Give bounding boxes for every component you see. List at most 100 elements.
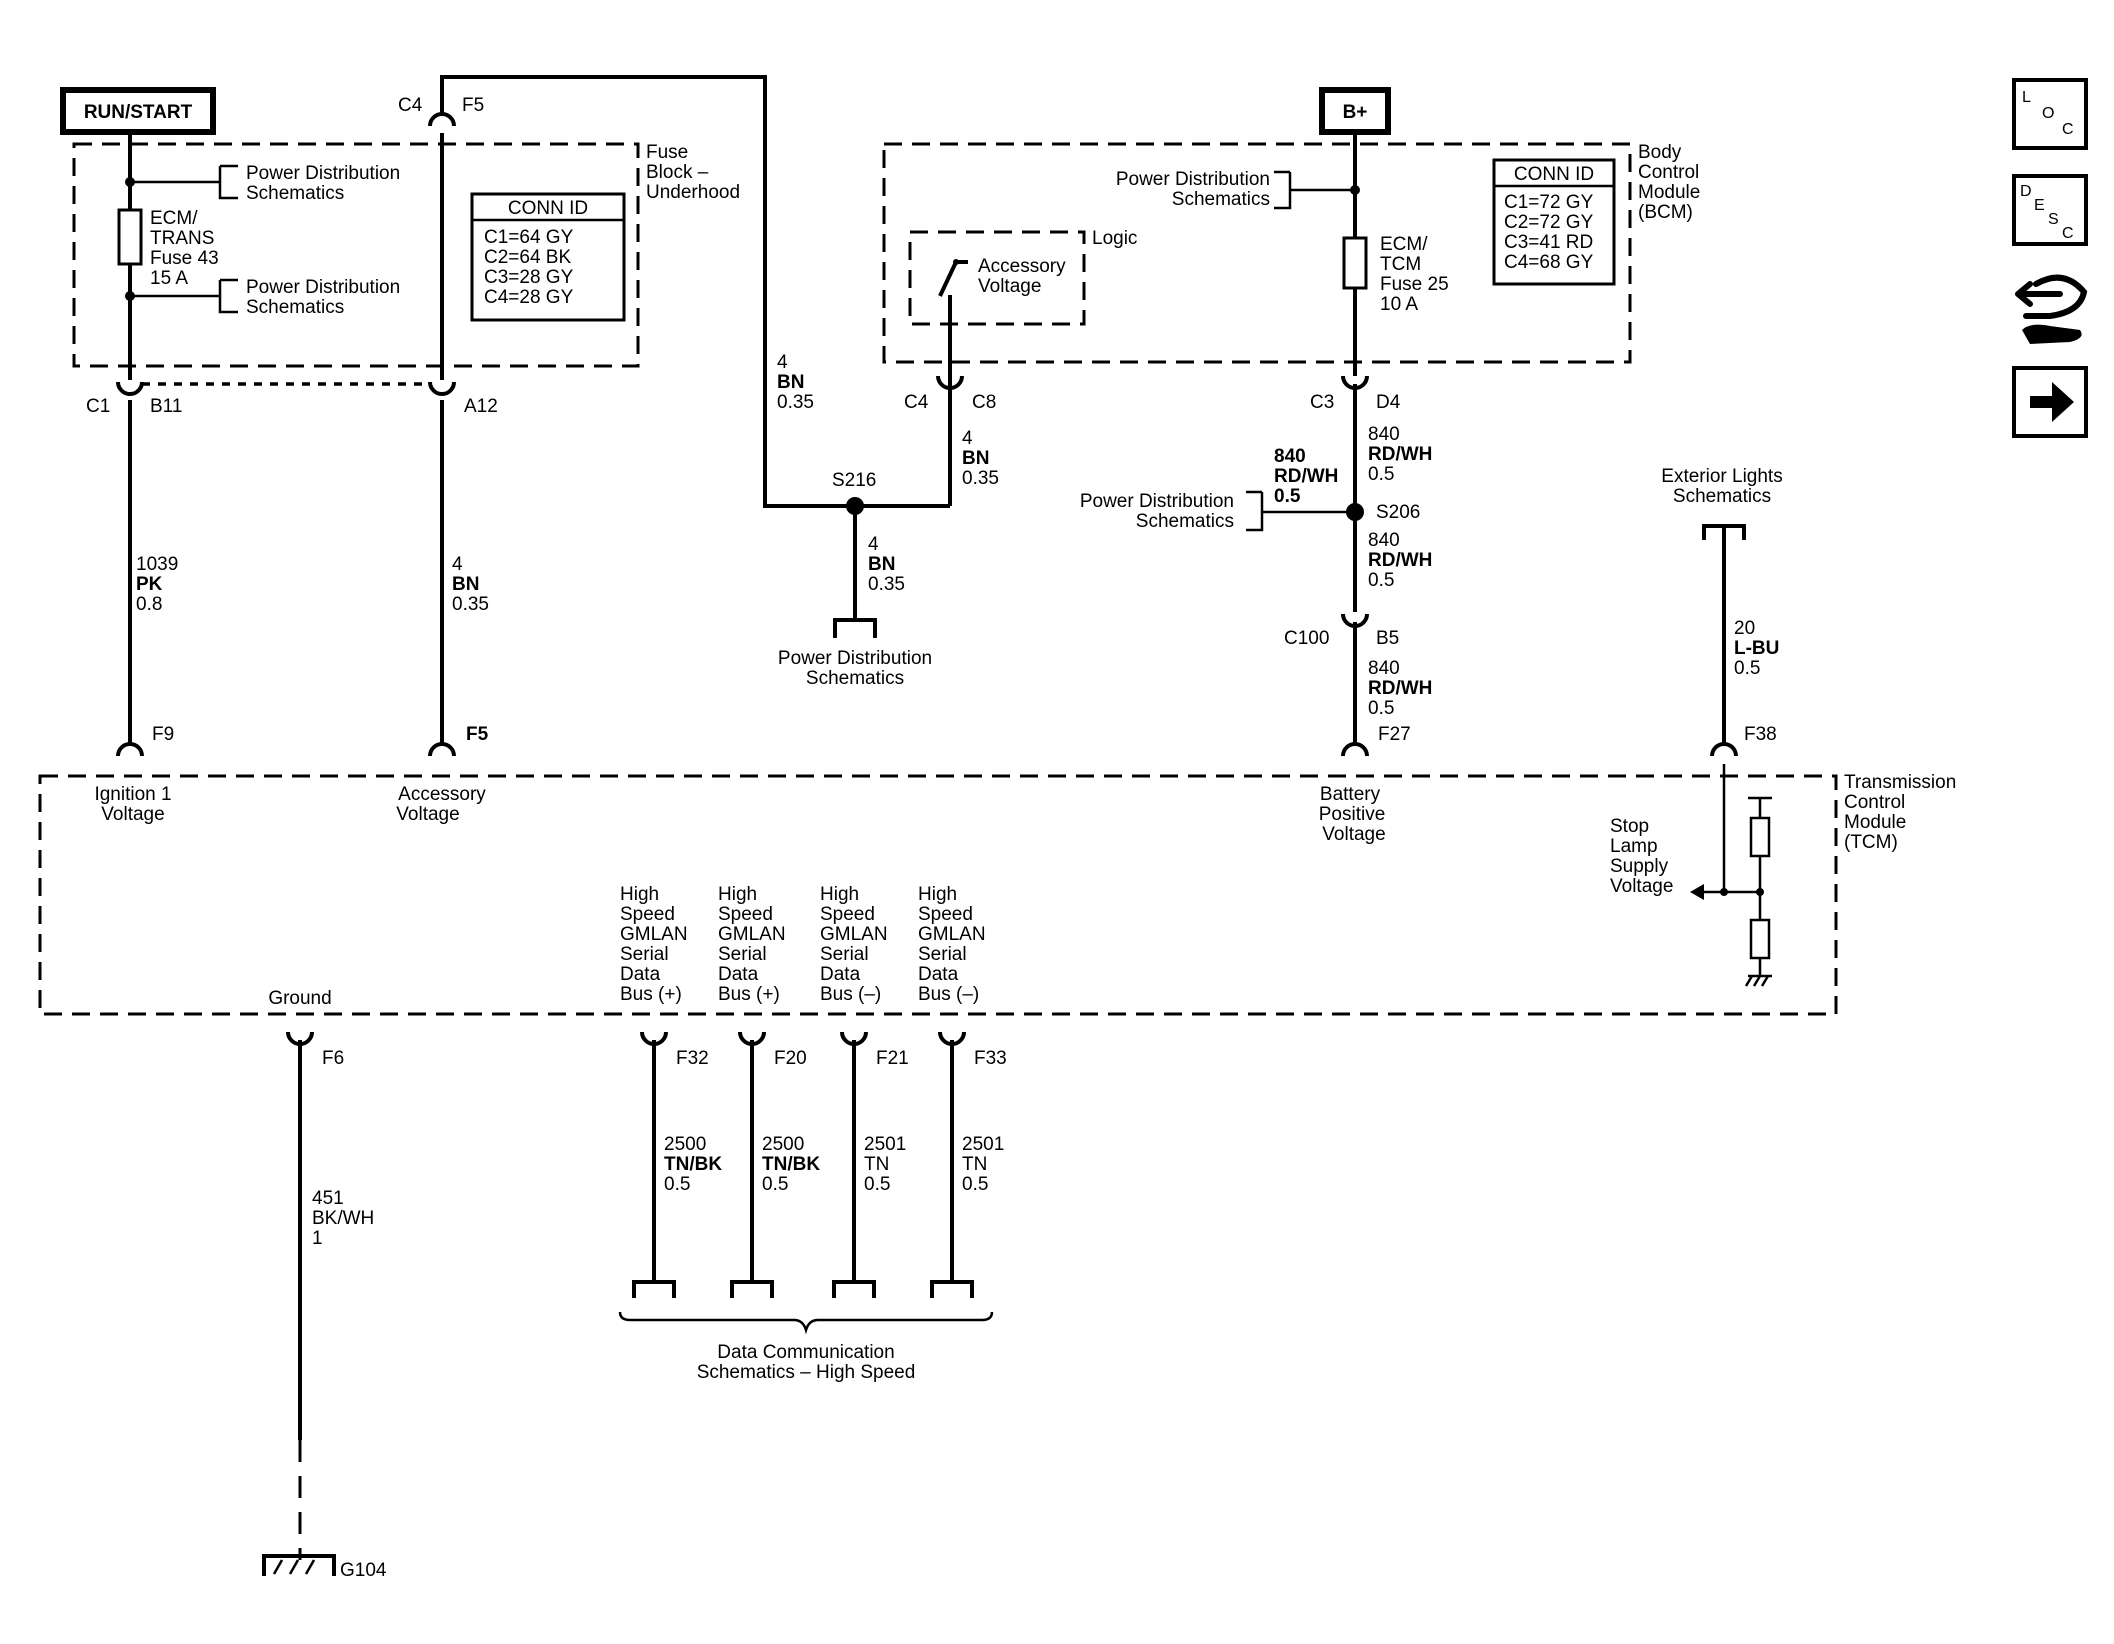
loc-c: C bbox=[2062, 121, 2074, 138]
bcm-pd-2: Schematics bbox=[1172, 189, 1270, 210]
gmlan3-line: Data bbox=[820, 964, 861, 985]
fuse-block-conn-id-table: CONN ID C1=64 GY C2=64 BK C3=28 GY C4=28… bbox=[470, 192, 626, 322]
wire-2500a-2: TN/BK bbox=[664, 1154, 722, 1175]
fuse43-line4: 15 A bbox=[150, 268, 188, 289]
wire-840b-1: 840 bbox=[1368, 530, 1400, 551]
gmlan3-line: High bbox=[820, 884, 859, 905]
run-start-label: RUN/START bbox=[84, 102, 193, 123]
pd-bottom-2: Schematics bbox=[246, 297, 344, 318]
ground-g104-icon bbox=[262, 1554, 336, 1576]
wire-840b-3: 0.5 bbox=[1368, 570, 1394, 591]
fuse-43-symbol bbox=[117, 208, 143, 266]
gmlan-bracket bbox=[930, 1280, 974, 1298]
fuse25-line2: TCM bbox=[1380, 254, 1421, 275]
gmlan1-line: Speed bbox=[620, 904, 675, 925]
bcm-title-1: Body bbox=[1638, 142, 1682, 163]
pin-f38: F38 bbox=[1744, 724, 1777, 745]
pin-f9: F9 bbox=[152, 724, 174, 745]
wire-4bcm-label-1: 4 bbox=[962, 428, 973, 449]
bcm-conn-id-table: CONN ID C1=72 GY C2=72 GY C3=41 RD C4=68… bbox=[1492, 158, 1616, 286]
exterior-lights-2: Schematics bbox=[1673, 486, 1771, 507]
desc-c: C bbox=[2062, 225, 2074, 242]
gmlan4-line: Serial bbox=[918, 944, 967, 965]
connector-b11 bbox=[116, 381, 144, 396]
connector-a12 bbox=[428, 381, 456, 396]
connector-hands-icon[interactable] bbox=[2015, 274, 2088, 344]
pd-s216-2: Schematics bbox=[806, 668, 904, 689]
gmlan2-line: Serial bbox=[718, 944, 767, 965]
wire-4top-label-3: 0.35 bbox=[777, 392, 814, 413]
exterior-lights-1: Exterior Lights bbox=[1661, 466, 1782, 487]
fuse43-line3: Fuse 43 bbox=[150, 248, 219, 269]
wire-2500b-1: 2500 bbox=[762, 1134, 804, 1155]
bcm-pin-right: D4 bbox=[1376, 392, 1401, 413]
loc-o: O bbox=[2042, 105, 2054, 122]
bcm-conn-left: C4 bbox=[904, 392, 929, 413]
wire-840a-2: RD/WH bbox=[1368, 444, 1432, 465]
gmlan1-line: High bbox=[620, 884, 659, 905]
bcm-box bbox=[882, 142, 1632, 364]
desc-button[interactable]: D E S C bbox=[2012, 174, 2088, 246]
next-arrow-button[interactable] bbox=[2012, 366, 2088, 438]
gmlan-label-3: High Speed GMLAN Serial Data Bus (–) bbox=[820, 884, 888, 1005]
desc-e: E bbox=[2034, 197, 2045, 214]
loc-button[interactable]: L O C bbox=[2012, 78, 2088, 150]
fuse-25-symbol bbox=[1342, 236, 1368, 290]
pd-bracket-bottom bbox=[130, 278, 238, 314]
splice-s216-label: S216 bbox=[832, 470, 876, 491]
wire-4splice-label-2: BN bbox=[868, 554, 895, 575]
tcm-stop-3: Supply bbox=[1610, 856, 1669, 877]
pin-f27: F27 bbox=[1378, 724, 1411, 745]
c100-conn: C100 bbox=[1284, 628, 1329, 649]
gmlan-label-2: High Speed GMLAN Serial Data Bus (+) bbox=[718, 884, 786, 1005]
wire-451-3: 1 bbox=[312, 1228, 323, 1249]
data-comm-brace bbox=[618, 1311, 994, 1335]
fuse-block-title-2: Block – bbox=[646, 162, 709, 183]
wire-20-3: 0.5 bbox=[1734, 658, 1760, 679]
wire-2500a-3: 0.5 bbox=[664, 1174, 690, 1195]
wire-840left-3: 0.5 bbox=[1274, 486, 1301, 507]
wire-4bcm-label-2: BN bbox=[962, 448, 989, 469]
desc-s: S bbox=[2048, 211, 2059, 228]
fuse-block-title-1: Fuse bbox=[646, 142, 688, 163]
gmlan-bracket bbox=[632, 1280, 676, 1298]
pd-top-1: Power Distribution bbox=[246, 163, 400, 184]
pin-f6: F6 bbox=[322, 1048, 344, 1069]
loc-l: L bbox=[2022, 89, 2031, 106]
wire-2500b-3: 0.5 bbox=[762, 1174, 788, 1195]
wire-840left-1: 840 bbox=[1274, 446, 1306, 467]
bcm-conn-right: C3 bbox=[1310, 392, 1334, 413]
bcm-title-3: Module bbox=[1638, 182, 1700, 203]
gmlan4-line: Bus (–) bbox=[918, 984, 979, 1005]
tcm-ign-1: Ignition 1 bbox=[94, 784, 171, 805]
wire-4bcm-label-3: 0.35 bbox=[962, 468, 999, 489]
next-arrow-icon bbox=[2030, 382, 2074, 422]
fuse43-line1: ECM/ bbox=[150, 208, 198, 229]
wire-840c-3: 0.5 bbox=[1368, 698, 1394, 719]
wire-1039-label-3: 0.8 bbox=[136, 594, 162, 615]
wire-4top-label-1: 4 bbox=[777, 352, 788, 373]
wire-4a-label-2: BN bbox=[452, 574, 479, 595]
fuse25-line3: Fuse 25 bbox=[1380, 274, 1449, 295]
conn-id-title: CONN ID bbox=[508, 198, 588, 219]
gmlan4-line: Speed bbox=[918, 904, 973, 925]
arrow-left-icon bbox=[1690, 884, 1704, 900]
tcm-acc-2: Voltage bbox=[396, 804, 459, 825]
resistor-upper bbox=[1749, 816, 1771, 858]
connector-f9 bbox=[116, 742, 144, 757]
pd-s206-2: Schematics bbox=[1136, 511, 1234, 532]
tcm-title-4: (TCM) bbox=[1844, 832, 1898, 853]
tcm-box bbox=[38, 774, 1838, 1016]
run-start-source: RUN/START bbox=[60, 87, 216, 135]
gmlan2-line: Speed bbox=[718, 904, 773, 925]
wire-4a-label-1: 4 bbox=[452, 554, 463, 575]
wire-4a-label-3: 0.35 bbox=[452, 594, 489, 615]
gmlan1-line: Bus (+) bbox=[620, 984, 682, 1005]
tcm-stop-4: Voltage bbox=[1610, 876, 1673, 897]
pd-bottom-1: Power Distribution bbox=[246, 277, 400, 298]
tcm-title-2: Control bbox=[1844, 792, 1905, 813]
wire-2500b-2: TN/BK bbox=[762, 1154, 820, 1175]
bcm-pd-1: Power Distribution bbox=[1116, 169, 1270, 190]
wire-4splice-label-1: 4 bbox=[868, 534, 879, 555]
